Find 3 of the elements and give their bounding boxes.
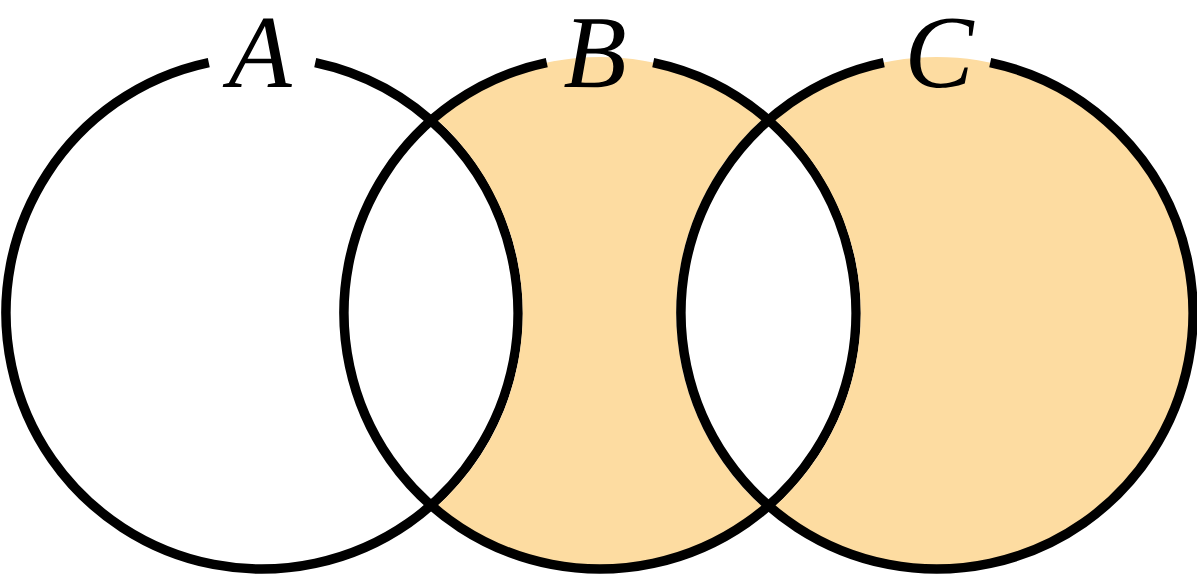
set-label: B <box>564 19 625 88</box>
set-label: C <box>910 18 975 88</box>
set-label: A <box>222 18 292 87</box>
